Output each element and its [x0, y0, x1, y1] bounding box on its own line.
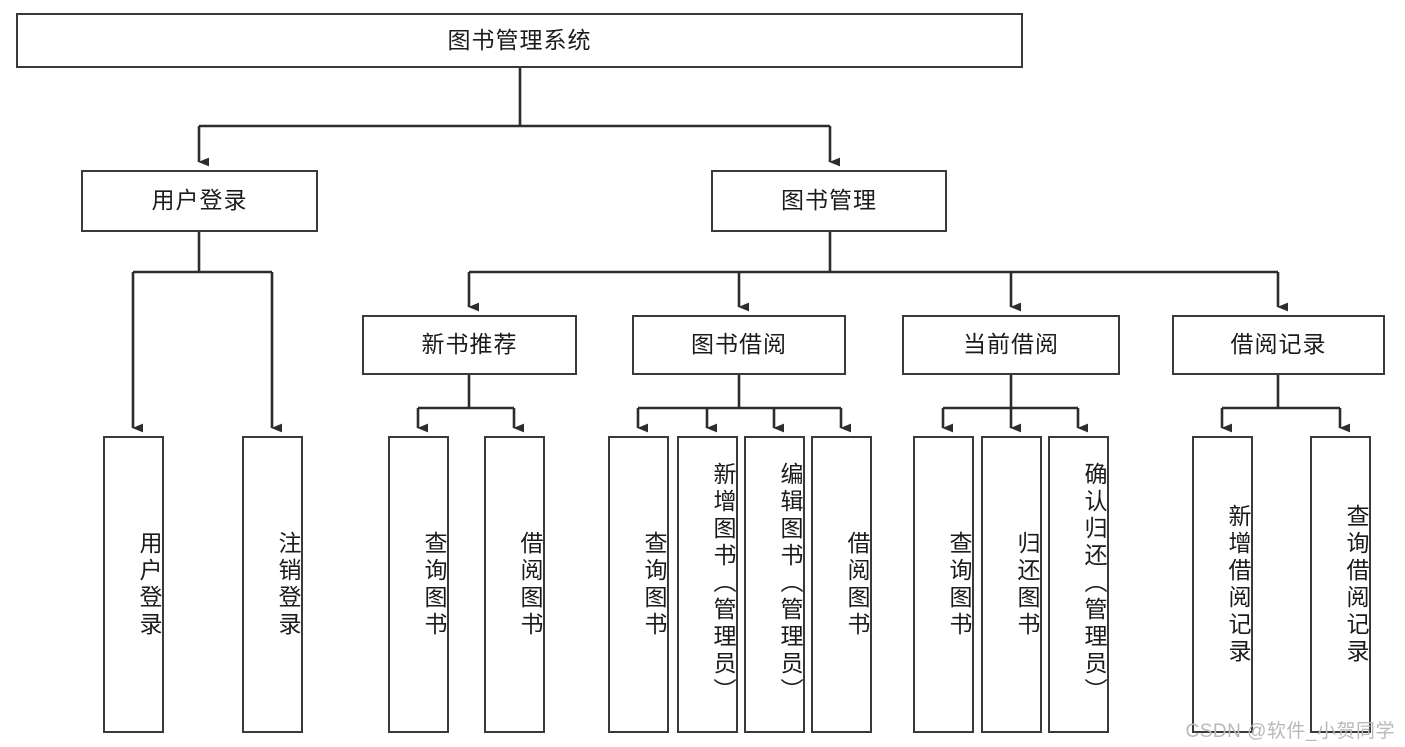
node-root[interactable]: 图书管理系统: [16, 13, 1023, 68]
leaf-borrow-book[interactable]: 借阅图书: [811, 436, 872, 733]
leaf-edit-book-admin[interactable]: 编辑图书（管理员）: [744, 436, 805, 733]
leaf-query-book-borrow[interactable]: 查询图书: [608, 436, 669, 733]
leaf-return-book[interactable]: 归还图书: [981, 436, 1042, 733]
leaf-borrow-book-recommend[interactable]: 借阅图书: [484, 436, 545, 733]
node-current-borrow[interactable]: 当前借阅: [902, 315, 1120, 375]
leaf-query-borrow-record[interactable]: 查询借阅记录: [1310, 436, 1371, 733]
node-book-borrow[interactable]: 图书借阅: [632, 315, 846, 375]
node-borrow-record[interactable]: 借阅记录: [1172, 315, 1385, 375]
leaf-query-book-current[interactable]: 查询图书: [913, 436, 974, 733]
node-user-login[interactable]: 用户登录: [81, 170, 318, 232]
node-book-manage[interactable]: 图书管理: [711, 170, 947, 232]
node-new-book-recommend[interactable]: 新书推荐: [362, 315, 577, 375]
leaf-confirm-return-admin[interactable]: 确认归还（管理员）: [1048, 436, 1109, 733]
leaf-query-book-recommend[interactable]: 查询图书: [388, 436, 449, 733]
leaf-add-book-admin[interactable]: 新增图书（管理员）: [677, 436, 738, 733]
leaf-logout[interactable]: 注销登录: [242, 436, 303, 733]
leaf-add-borrow-record[interactable]: 新增借阅记录: [1192, 436, 1253, 733]
leaf-user-login[interactable]: 用户登录: [103, 436, 164, 733]
